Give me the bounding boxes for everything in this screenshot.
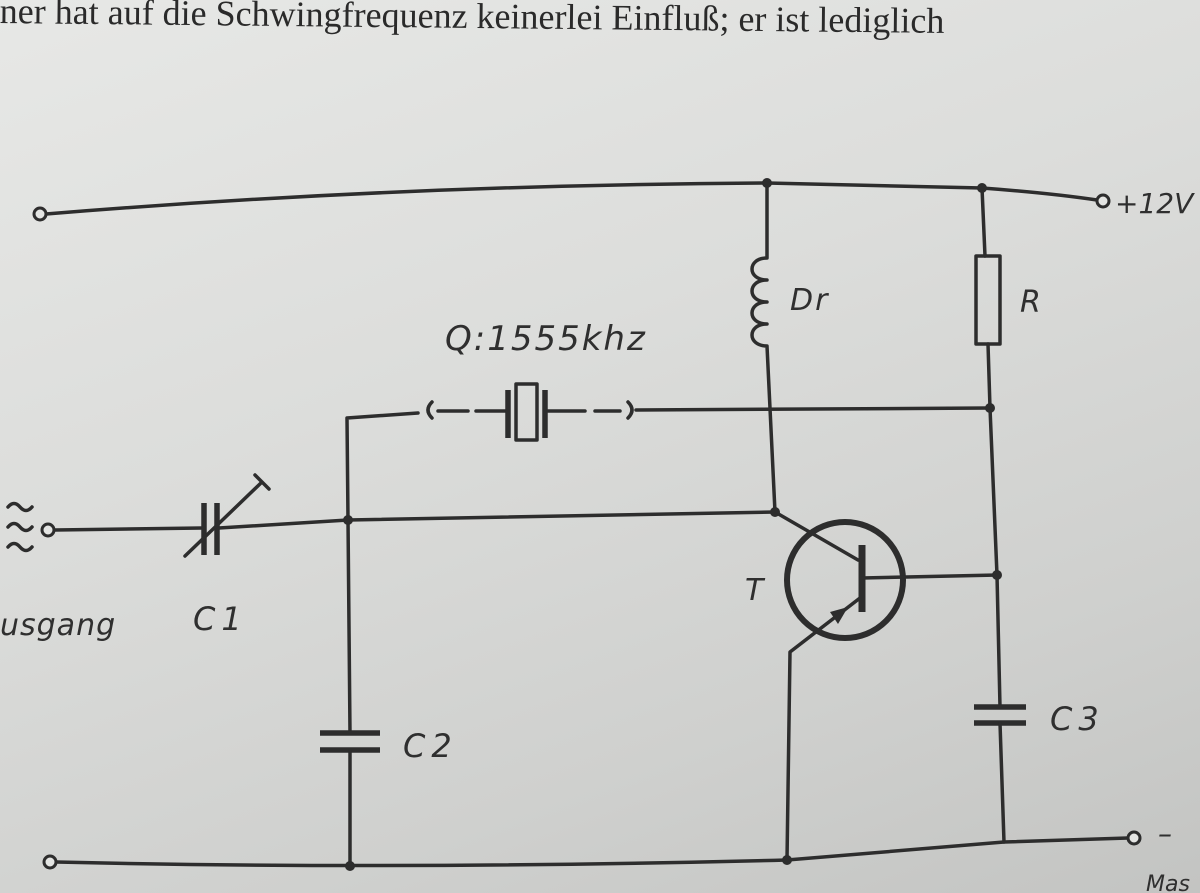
c3-label: C3 bbox=[1050, 700, 1105, 738]
transistor-t bbox=[784, 519, 906, 641]
base-line-wire bbox=[217, 510, 777, 530]
junction-dot bbox=[770, 507, 780, 517]
junction-dot bbox=[762, 178, 772, 188]
resistor-branch-wire bbox=[980, 186, 987, 258]
choke-dr bbox=[750, 181, 777, 514]
c1-label: C1 bbox=[193, 600, 248, 638]
supply-right-terminal bbox=[1095, 193, 1111, 209]
supply-rail bbox=[44, 181, 1099, 216]
ground-sign-label: – bbox=[1158, 817, 1172, 850]
output-wire bbox=[53, 526, 204, 532]
transistor-label: T bbox=[745, 573, 766, 608]
ac-signal-icon bbox=[6, 501, 34, 553]
resistor-label: R bbox=[1020, 285, 1041, 320]
trimmer-arrow bbox=[183, 473, 271, 558]
output-label: usgang bbox=[0, 608, 116, 643]
crystal-right-bracket bbox=[626, 400, 634, 420]
junction-dot bbox=[992, 570, 1002, 580]
resistor-r bbox=[974, 254, 1002, 346]
ground-label: Mas bbox=[1146, 872, 1190, 893]
crystal-right-wire bbox=[634, 406, 992, 412]
ground-right-terminal bbox=[1126, 830, 1142, 846]
emitter-arrow-icon bbox=[830, 607, 848, 624]
ground-rail bbox=[54, 836, 1130, 868]
c3-ground-wire bbox=[998, 721, 1006, 844]
c2-label: C2 bbox=[403, 727, 458, 765]
c2-top-wire bbox=[346, 518, 352, 735]
transistor-base-lead bbox=[860, 573, 1000, 580]
choke-label: Dr bbox=[790, 283, 829, 318]
crystal-q bbox=[514, 382, 539, 442]
output-terminal bbox=[40, 522, 56, 538]
junction-dot bbox=[782, 855, 792, 865]
junction-dot bbox=[985, 403, 995, 413]
crystal-left-bracket bbox=[426, 400, 434, 420]
supply-left-terminal bbox=[32, 206, 48, 222]
transistor-collector bbox=[773, 510, 860, 562]
junction-dot bbox=[977, 183, 987, 193]
junction-dot bbox=[343, 515, 353, 525]
right-branch-wire bbox=[986, 342, 1002, 709]
junction-dot bbox=[345, 861, 355, 871]
crystal-label: Q:1555khz bbox=[445, 319, 647, 359]
crystal-left-wire bbox=[345, 411, 420, 522]
ground-left-terminal bbox=[42, 854, 58, 870]
supply-label: +12V bbox=[1115, 187, 1195, 220]
